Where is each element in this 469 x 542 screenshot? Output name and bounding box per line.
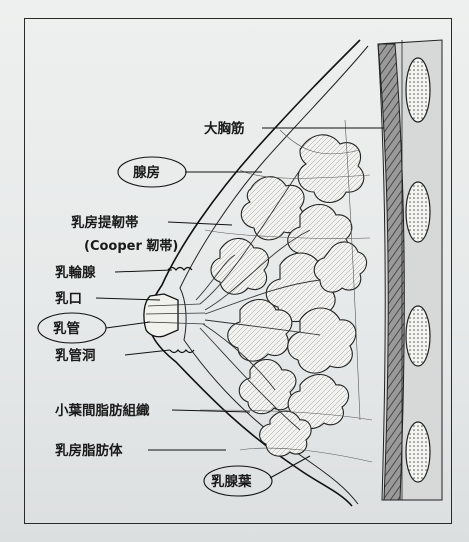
label-lactiferous-duct: 乳管: [53, 320, 80, 337]
chest-wall: [378, 40, 442, 500]
label-breast-fat: 乳房脂肪体: [55, 442, 123, 459]
label-cooper-ligament: (Cooper 靭帯): [84, 238, 178, 254]
label-nipple-opening: 乳口: [55, 290, 82, 307]
label-pectoralis-major: 大胸筋: [204, 120, 245, 137]
label-interlobular-fat: 小葉間脂肪組織: [55, 402, 150, 419]
label-lactiferous-sinus: 乳管洞: [55, 347, 96, 364]
mammary-lobes: [211, 135, 367, 456]
label-areolar-gland: 乳輪腺: [55, 264, 96, 281]
label-suspensory-ligament: 乳房提靭帯: [71, 214, 139, 231]
label-mammary-gland: 腺房: [133, 164, 160, 181]
nipple: [144, 268, 205, 353]
label-mammary-lobe: 乳腺葉: [211, 473, 252, 490]
